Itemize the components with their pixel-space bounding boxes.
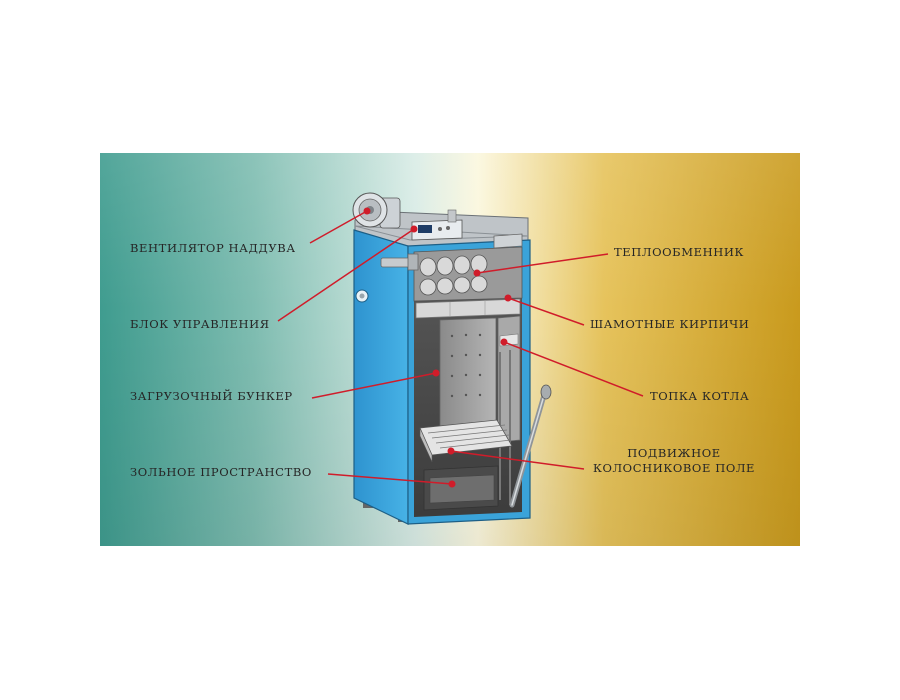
pointer-line-fan xyxy=(309,210,368,244)
pointer-dot-fan xyxy=(363,207,371,215)
label-grate: ПОДВИЖНОЕ КОЛОСНИКОВОЕ ПОЛЕ xyxy=(590,446,758,476)
pointer-line-heat-exchanger xyxy=(476,253,609,274)
pointer-line-fireclay-bricks xyxy=(507,297,585,326)
ash-pan-inner xyxy=(429,474,495,504)
pointer-line-grate xyxy=(450,450,585,470)
heat-exchanger-tubes xyxy=(419,254,488,296)
control-knob-1 xyxy=(438,227,442,231)
label-fireclay-bricks: ШАМОТНЫЕ КИРПИЧИ xyxy=(590,317,750,331)
grate-bars xyxy=(427,424,512,449)
pipe-flange xyxy=(407,253,419,271)
lever-icon xyxy=(509,384,552,508)
pointer-line-ash-space xyxy=(327,473,453,485)
pointer-dot-ash-space xyxy=(448,480,456,488)
label-boiler-furnace: ТОПКА КОТЛА xyxy=(650,389,750,403)
label-control-unit: БЛОК УПРАВЛЕНИЯ xyxy=(130,317,270,331)
pointer-line-control-unit xyxy=(277,228,415,322)
hopper-back-wall xyxy=(439,317,497,435)
top-fitting-right xyxy=(493,233,523,249)
pointer-dots xyxy=(363,207,512,488)
thermostat-sensor xyxy=(447,209,457,223)
pointer-dot-control-unit xyxy=(410,225,418,233)
hopper-wall-rivets xyxy=(450,333,482,398)
inspection-port-center xyxy=(359,293,365,299)
pointer-line-loading-hopper xyxy=(311,372,437,399)
pointer-line-boiler-furnace xyxy=(503,341,644,397)
label-loading-hopper: ЗАГРУЗОЧНЫЙ БУНКЕР xyxy=(130,389,293,403)
label-heat-exchanger: ТЕПЛООБМЕННИК xyxy=(614,245,744,259)
pointer-dot-fireclay-bricks xyxy=(504,294,512,302)
pointer-dot-heat-exchanger xyxy=(473,269,481,277)
pointer-dot-loading-hopper xyxy=(432,369,440,377)
pointer-dot-grate xyxy=(447,447,455,455)
fireclay-bricks-shelf xyxy=(415,298,521,319)
boiler-cutaway-illustration xyxy=(352,192,552,525)
label-fan: ВЕНТИЛЯТОР НАДДУВА xyxy=(130,241,296,255)
pointer-dot-boiler-furnace xyxy=(500,338,508,346)
grate-side xyxy=(419,427,433,463)
fan-icon xyxy=(352,192,401,229)
control-display xyxy=(418,225,432,233)
pointer-lines xyxy=(277,210,644,485)
label-ash-space: ЗОЛЬНОЕ ПРОСТРАНСТВО xyxy=(130,465,312,479)
control-knob-2 xyxy=(446,226,450,230)
label-grate-line2: КОЛОСНИКОВОЕ ПОЛЕ xyxy=(592,461,756,475)
label-grate-line1: ПОДВИЖНОЕ xyxy=(627,446,721,460)
